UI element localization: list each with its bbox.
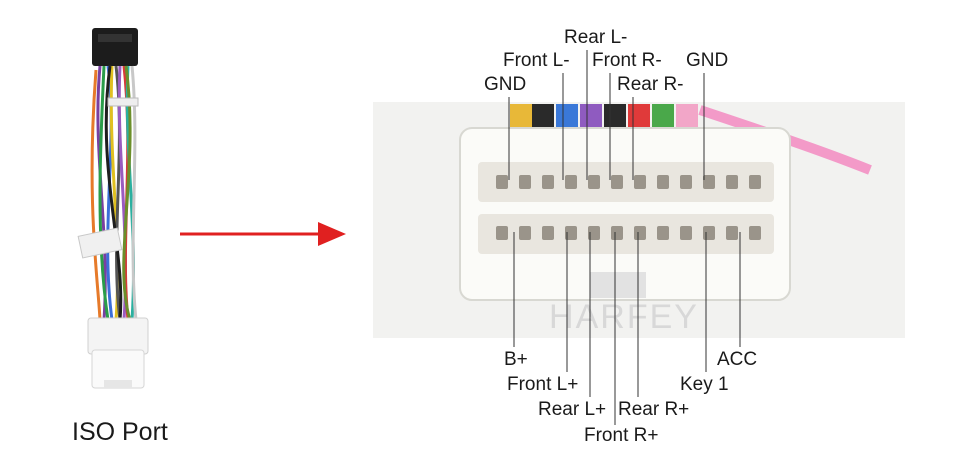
connector-key-slot [590,272,646,298]
pin-top [634,175,646,189]
iso-connector-top [87,317,149,355]
pin-bottom [496,226,508,240]
iso-connector-latch [104,380,132,388]
pin-bottom [703,226,715,240]
pin-top [588,175,600,189]
pin-top [726,175,738,189]
pin-bottom [726,226,738,240]
pin-top [749,175,761,189]
pin-row-bottom [478,214,774,254]
connector-closeup: HARFEY [373,102,905,338]
watermark: HARFEY [549,298,699,336]
arrow-right-icon [180,222,346,246]
label-front-l-minus: Front L- [503,50,570,71]
pin-bottom [611,226,623,240]
label-rear-r-plus: Rear R+ [618,399,690,420]
label-rear-l-minus: Rear L- [564,27,628,48]
cable-tie [107,97,139,107]
label-gnd-right: GND [686,50,729,71]
pin-top [611,175,623,189]
pins-top [496,175,761,189]
black-connector-slot [98,34,132,42]
pin-bottom [749,226,761,240]
pin-bottom [565,226,577,240]
pin-bottom [519,226,531,240]
pin-top [542,175,554,189]
pin-top [519,175,531,189]
pin-bottom [657,226,669,240]
label-rear-l-plus: Rear L+ [538,399,607,420]
label-b-plus: B+ [504,349,528,370]
label-gnd-left: GND [484,74,527,95]
pin-top [565,175,577,189]
label-front-r-minus: Front R- [592,50,662,71]
wire-tag [77,227,123,259]
label-acc: ACC [717,349,758,370]
black-connector [92,28,138,66]
pins-bottom [496,226,761,240]
label-rear-r-minus: Rear R- [617,74,684,95]
callout-lines [508,50,741,425]
pin-bottom [588,226,600,240]
closeup-wires [510,104,872,175]
pin-bottom [680,226,692,240]
caption-iso-port: ISO Port [72,418,168,446]
pin-top [680,175,692,189]
pin-top [703,175,715,189]
pin-top [657,175,669,189]
label-front-l-plus: Front L+ [507,374,579,395]
pin-bottom [542,226,554,240]
label-key-1: Key 1 [680,374,729,395]
pin-top [496,175,508,189]
pin-row-top [478,162,774,202]
harness-illustration [77,28,149,389]
label-front-r-plus: Front R+ [584,425,659,446]
pin-bottom [634,226,646,240]
